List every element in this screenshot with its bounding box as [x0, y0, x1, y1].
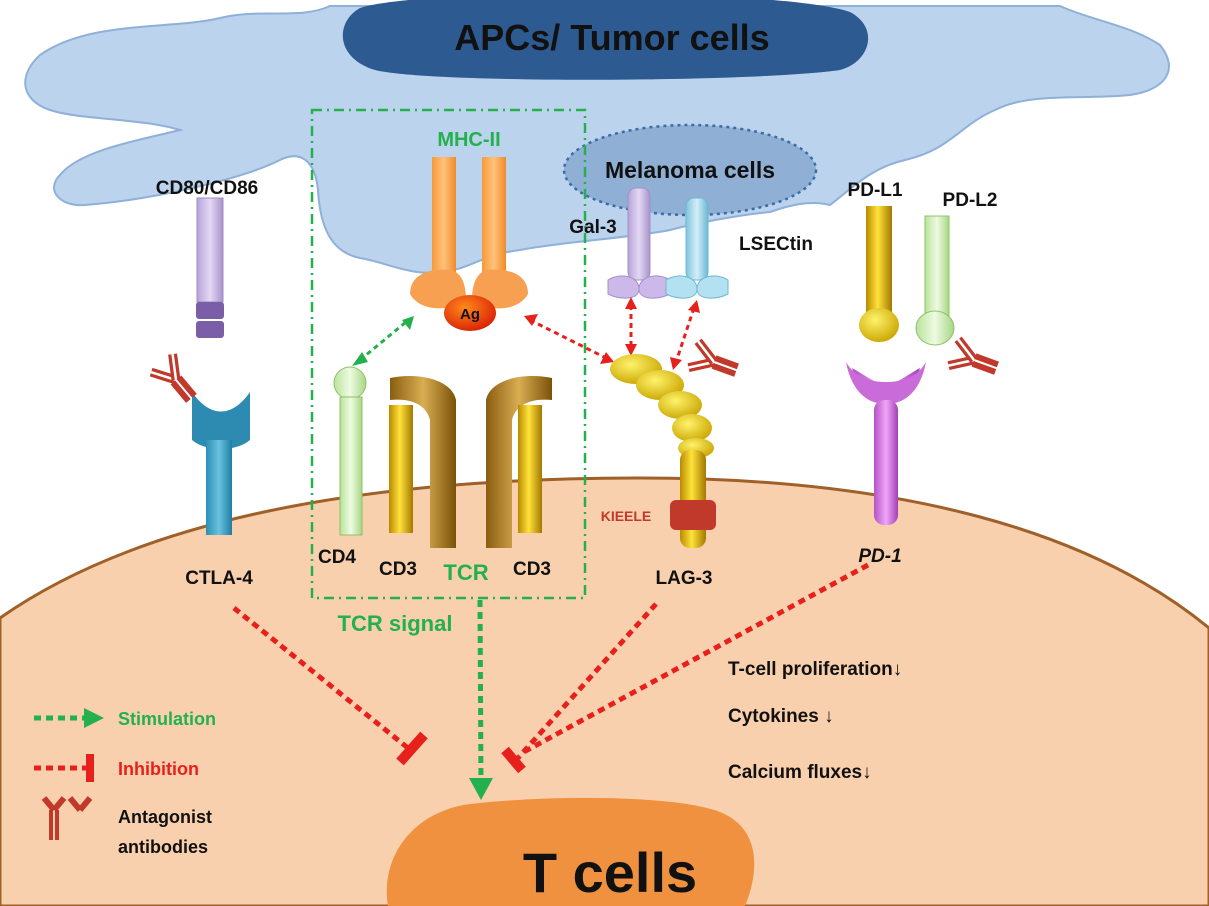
apc-title-blob — [342, 0, 868, 80]
lsectin-label: LSECtin — [739, 234, 813, 255]
legend-inhibition-bar-icon — [34, 754, 94, 782]
interaction-arrow-ag-lag3 — [524, 314, 614, 364]
kieele-label: KIEELE — [601, 508, 652, 524]
legend-antibodies-line2: antibodies — [118, 837, 208, 857]
antibody-lag3-icon — [689, 341, 742, 383]
inhibition-line-lag3 — [516, 602, 658, 760]
interaction-arrow-lsectin-lag3 — [670, 300, 700, 370]
cd4-coreceptor — [333, 366, 367, 536]
t-cell-nucleus — [386, 797, 755, 906]
stimulation-arrow-tcr-signal — [469, 599, 493, 800]
mhc-ii-label: MHC-II — [437, 129, 500, 151]
legend-antibody-icon — [41, 796, 93, 840]
legend-inhibition-label: Inhibition — [118, 759, 199, 779]
cd3-right-label: CD3 — [513, 559, 551, 580]
antibody-pd-icon — [949, 339, 1002, 381]
legend-antibodies-line1: Antagonist — [118, 807, 212, 827]
pd1-receptor — [846, 362, 926, 525]
cd3-left-label: CD3 — [379, 559, 417, 580]
effect-calcium: Calcium fluxes↓ — [728, 762, 872, 783]
inhibition-line-ctla4 — [232, 606, 428, 766]
cd80-cd86-molecule — [196, 197, 224, 338]
lsectin-molecule — [665, 197, 729, 299]
effect-proliferation: T-cell proliferation↓ — [728, 659, 902, 680]
tcr-label: TCR — [443, 560, 488, 585]
pd1-label: PD-1 — [858, 546, 901, 567]
gal3-molecule — [607, 187, 671, 299]
legend-stimulation-arrow-icon — [34, 708, 104, 728]
t-cell-membrane — [0, 476, 1209, 906]
tcr-signal-box — [310, 108, 587, 600]
effect-cytokines: Cytokines ↓ — [728, 706, 834, 727]
inhibition-line-pd1 — [501, 562, 870, 774]
cd4-label: CD4 — [318, 547, 356, 568]
gal3-label: Gal-3 — [569, 217, 617, 238]
ctla4-label: CTLA-4 — [185, 568, 253, 589]
cd80-cd86-label: CD80/CD86 — [156, 178, 258, 199]
interaction-arrow-gal3-lag3 — [625, 297, 637, 356]
tcr-receptor — [390, 376, 552, 548]
tcr-signal-label: TCR signal — [338, 611, 453, 636]
apc-title: APCs/ Tumor cells — [454, 17, 769, 58]
stimulation-arrow-mhc-cd4 — [352, 316, 414, 366]
cd3-right-chain — [518, 405, 542, 533]
legend: Stimulation Inhibition Antagonist antibo… — [34, 708, 216, 857]
lag3-receptor — [610, 354, 716, 548]
melanoma-label: Melanoma cells — [605, 157, 775, 183]
pd-l1-molecule — [859, 206, 899, 342]
cd3-left-chain — [389, 405, 413, 533]
ctla4-receptor — [192, 392, 250, 535]
pd-l2-molecule — [915, 215, 955, 346]
pd-l1-label: PD-L1 — [848, 180, 903, 201]
pd-l2-label: PD-L2 — [943, 190, 998, 211]
t-cells-label: T cells — [523, 841, 697, 904]
legend-stimulation-label: Stimulation — [118, 709, 216, 729]
antigen-icon — [444, 295, 496, 331]
mhc-ii-molecule — [410, 157, 528, 309]
lag3-label: LAG-3 — [656, 568, 713, 589]
antigen-label: Ag — [460, 306, 480, 323]
